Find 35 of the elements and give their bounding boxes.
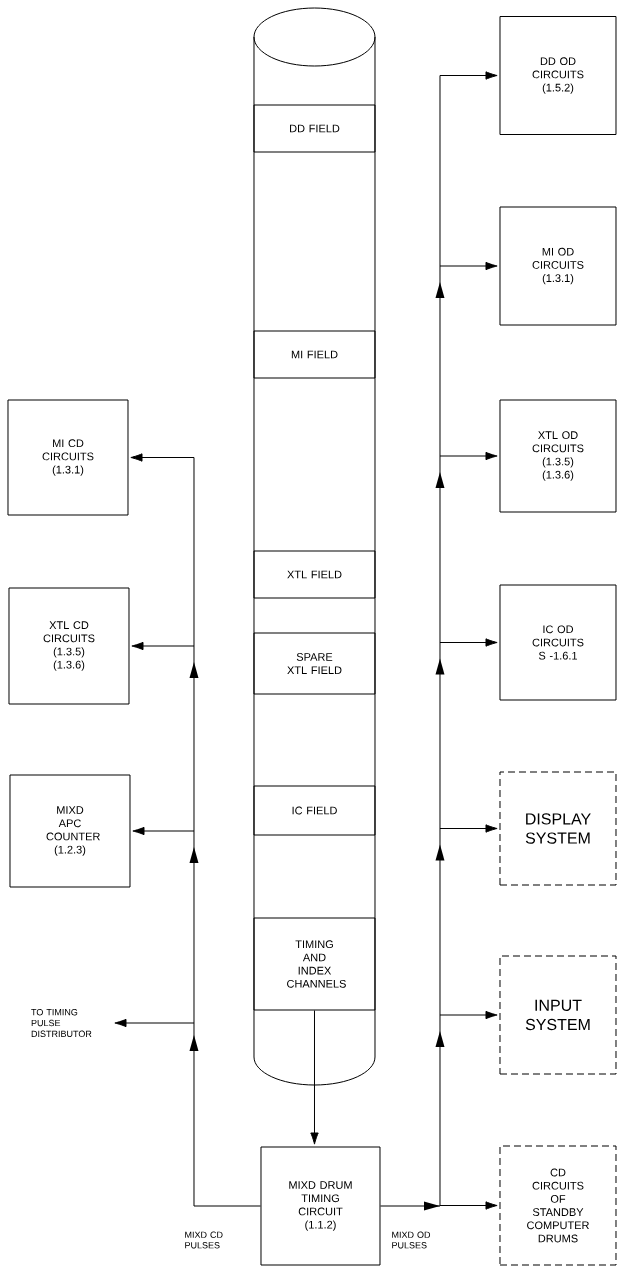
arrow: [439, 261, 498, 271]
arrow: [439, 451, 498, 461]
connector-line: [193, 457, 261, 1207]
drum-cylinder: [253, 7, 376, 1086]
text-label: TO TIMING PULSE DISTRIBUTOR: [31, 1009, 92, 1037]
arrow: [439, 638, 498, 647]
arrow: [130, 453, 195, 462]
circuit-box: MI CD CIRCUITS (1.3.1): [7, 399, 129, 516]
arrow: [310, 1010, 319, 1145]
arrow: [439, 1010, 498, 1020]
field-band: MI FIELD: [253, 330, 376, 379]
field-band: DD FIELD: [253, 104, 376, 153]
system-box: CD CIRCUITS OF STANDBY COMPUTER DRUMS: [499, 1145, 617, 1266]
arrow: [131, 641, 195, 651]
timing-circuit-box: MIXD DRUM TIMING CIRCUIT (1.1.2): [260, 1146, 381, 1266]
circuit-box: XTL CD CIRCUITS (1.3.5) (1.3.6): [8, 587, 130, 705]
field-band: IC FIELD: [253, 785, 376, 836]
connector-line: [380, 75, 441, 1207]
arrow: [132, 826, 195, 836]
field-band: SPARE XTL FIELD: [253, 632, 376, 695]
field-band: XTL FIELD: [253, 550, 376, 599]
arrow: [114, 1018, 195, 1028]
field-band: TIMING AND INDEX CHANNELS: [253, 917, 376, 1011]
pulse-label: MIXD OD PULSES: [392, 1231, 431, 1249]
arrow: [439, 71, 498, 80]
circuit-box: MI OD CIRCUITS (1.3.1): [499, 206, 617, 326]
arrow: [439, 1201, 498, 1210]
circuit-box: IC OD CIRCUITS S -1.6.1: [499, 584, 617, 701]
system-box: DISPLAY SYSTEM: [499, 771, 617, 886]
pulse-label: MIXD CD PULSES: [185, 1231, 223, 1249]
circuit-box: MIXD APC COUNTER (1.2.3): [9, 774, 131, 888]
circuit-box: DD OD CIRCUITS (1.5.2): [499, 16, 617, 135]
arrow: [439, 824, 498, 833]
system-box: INPUT SYSTEM: [499, 955, 617, 1075]
circuit-box: XTL OD CIRCUITS (1.3.5) (1.3.6): [499, 399, 617, 513]
